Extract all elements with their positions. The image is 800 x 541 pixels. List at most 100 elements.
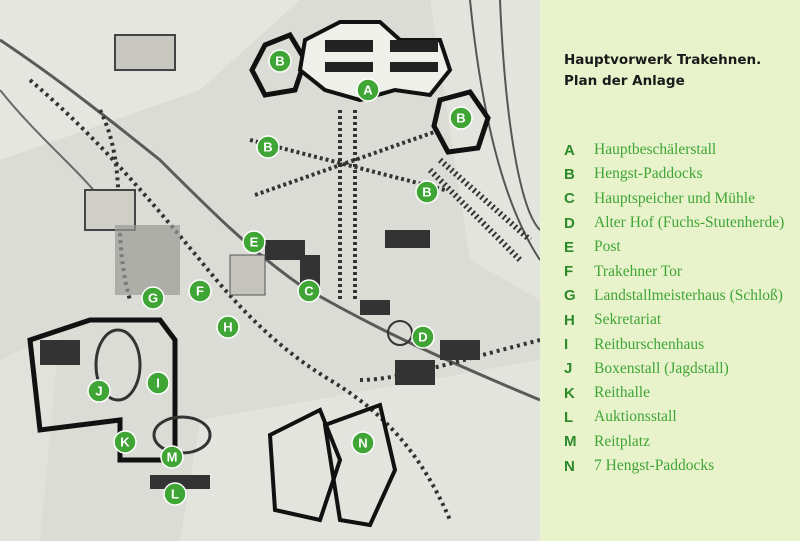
legend-item: N 7 Hengst-Paddocks xyxy=(564,454,784,478)
legend-item: G Landstallmeisterhaus (Schloß) xyxy=(564,284,784,308)
legend-key: I xyxy=(564,336,569,354)
legend-label: Reitplatz xyxy=(594,432,650,450)
map-marker: B xyxy=(449,106,473,130)
map-marker-label: G xyxy=(148,291,158,306)
map-marker: I xyxy=(146,371,170,395)
legend-item: A Hauptbeschälerstall xyxy=(564,138,784,162)
legend-label: Alter Hof (Fuchs-Stutenherde) xyxy=(594,214,785,232)
legend-item: K Reithalle xyxy=(564,381,784,405)
map-marker: G xyxy=(141,286,165,310)
map-marker-dot xyxy=(351,431,375,455)
map-marker-label: E xyxy=(250,235,259,250)
legend-label: Auktionsstall xyxy=(594,408,677,426)
site-plan-map: A B B B B C D E F G H I J K L M N xyxy=(0,0,540,541)
legend-key: J xyxy=(564,360,573,378)
legend-item: H Sekretariat xyxy=(564,308,784,332)
legend-item: L Auktionsstall xyxy=(564,405,784,429)
map-marker-label: B xyxy=(422,185,431,200)
legend-item: D Alter Hof (Fuchs-Stutenherde) xyxy=(564,211,784,235)
legend-label: Hauptspeicher und Mühle xyxy=(594,189,755,207)
map-marker-label: A xyxy=(363,83,373,98)
legend-key: M xyxy=(564,433,577,451)
legend-item: C Hauptspeicher und Mühle xyxy=(564,187,784,211)
map-marker-dot xyxy=(411,325,435,349)
map-marker-dot xyxy=(256,135,280,159)
legend-label: Landstallmeisterhaus (Schloß) xyxy=(594,286,783,304)
legend-item: B Hengst-Paddocks xyxy=(564,162,784,186)
legend-label: Sekretariat xyxy=(594,311,662,329)
legend-key: K xyxy=(564,384,575,402)
map-marker-label: C xyxy=(304,284,314,299)
map-marker-label: M xyxy=(167,450,178,465)
map-marker-label: I xyxy=(156,376,160,391)
map-marker: F xyxy=(188,279,212,303)
map-marker: A xyxy=(356,78,380,102)
legend-key: N xyxy=(564,457,575,475)
legend-key: B xyxy=(564,165,575,183)
map-marker-label: J xyxy=(95,384,102,399)
map-marker: H xyxy=(216,315,240,339)
map-marker-dot xyxy=(141,286,165,310)
map-marker-layer: A B B B B C D E F G H I J K L M N xyxy=(87,49,473,506)
legend-key: D xyxy=(564,214,575,232)
map-marker: M xyxy=(160,445,184,469)
legend-key: H xyxy=(564,311,575,329)
legend-key: E xyxy=(564,238,575,256)
legend-panel: Hauptvorwerk Trakehnen. Plan der Anlage … xyxy=(540,0,800,541)
legend-item: F Trakehner Tor xyxy=(564,259,784,283)
legend-key: C xyxy=(564,190,575,208)
map-marker-label: F xyxy=(196,284,204,299)
legend-key: F xyxy=(564,263,574,281)
map-marker-dot xyxy=(216,315,240,339)
legend-title: Hauptvorwerk Trakehnen. xyxy=(564,52,762,68)
legend-item: M Reitplatz xyxy=(564,430,784,454)
legend-key: L xyxy=(564,408,574,426)
map-marker-label: B xyxy=(263,140,272,155)
map-marker-dot xyxy=(87,379,111,403)
map-marker: B xyxy=(415,180,439,204)
map-marker-dot xyxy=(188,279,212,303)
legend-label: Post xyxy=(594,238,621,256)
map-marker-dot xyxy=(415,180,439,204)
legend-item: J Boxenstall (Jagdstall) xyxy=(564,357,784,381)
map-marker-dot xyxy=(146,371,170,395)
map-marker: E xyxy=(242,230,266,254)
map-marker: D xyxy=(411,325,435,349)
legend-label: Reitburschenhaus xyxy=(594,335,705,353)
map-marker: J xyxy=(87,379,111,403)
map-marker: B xyxy=(268,49,292,73)
map-marker-label: H xyxy=(223,320,232,335)
legend-label: 7 Hengst-Paddocks xyxy=(594,457,715,474)
map-marker: L xyxy=(163,482,187,506)
map-marker-dot xyxy=(449,106,473,130)
legend-label: Trakehner Tor xyxy=(594,262,683,280)
map-marker-dot xyxy=(242,230,266,254)
legend-key: G xyxy=(564,287,576,305)
map-marker-label: N xyxy=(358,436,367,451)
legend-label: Hengst-Paddocks xyxy=(594,165,703,183)
legend-key: A xyxy=(564,141,575,159)
map-marker-dot xyxy=(356,78,380,102)
map-marker-label: K xyxy=(120,435,130,450)
map-marker-label: B xyxy=(456,111,465,126)
map-marker: N xyxy=(351,431,375,455)
legend-label: Hauptbeschälerstall xyxy=(594,141,717,159)
map-marker: K xyxy=(113,430,137,454)
map-marker-label: D xyxy=(418,330,427,345)
map-marker-label: L xyxy=(171,487,179,502)
map-marker-dot xyxy=(163,482,187,506)
legend-label: Reithalle xyxy=(594,384,650,402)
map-drawing xyxy=(0,0,540,528)
map-marker: C xyxy=(297,279,321,303)
map-marker-label: B xyxy=(275,54,284,69)
legend-item: I Reitburschenhaus xyxy=(564,332,784,356)
legend-subtitle: Plan der Anlage xyxy=(564,73,685,89)
map-marker-dot xyxy=(113,430,137,454)
map-marker-dot xyxy=(297,279,321,303)
map-marker-dot xyxy=(268,49,292,73)
legend-label: Boxenstall (Jagdstall) xyxy=(594,359,729,377)
legend-item: E Post xyxy=(564,235,784,259)
map-marker-dot xyxy=(160,445,184,469)
map-marker: B xyxy=(256,135,280,159)
